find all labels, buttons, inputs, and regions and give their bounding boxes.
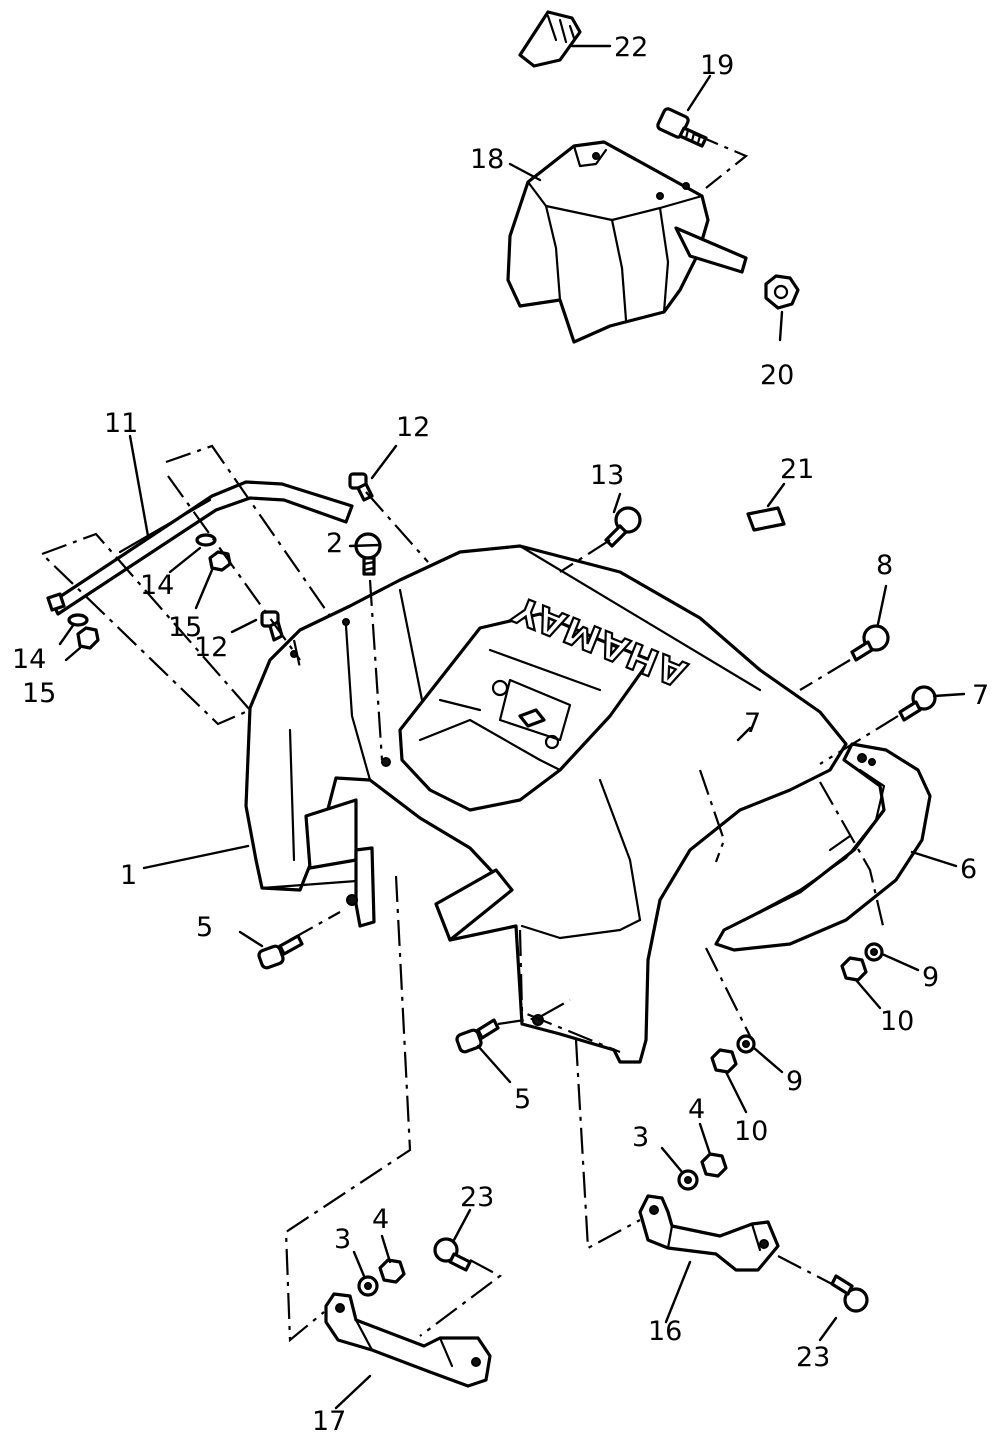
callout-5-left: 5 bbox=[196, 912, 213, 943]
callout-22: 17 bbox=[312, 1406, 346, 1437]
part-8-bolt bbox=[850, 624, 890, 662]
part-3-washer-right bbox=[677, 1169, 699, 1191]
part-9-washer-right bbox=[864, 942, 884, 962]
part-10-nut-right bbox=[840, 956, 868, 982]
callout-23-left: 23 bbox=[460, 1182, 494, 1213]
callout-20: 22 bbox=[614, 32, 648, 63]
part-13-bolt bbox=[604, 506, 642, 548]
callout-18: 20 bbox=[760, 360, 794, 391]
callout-17: 19 bbox=[700, 50, 734, 81]
part-5-bolt-left bbox=[257, 934, 304, 970]
assembly-lines bbox=[41, 132, 899, 1343]
callout-13: 13 bbox=[590, 460, 624, 491]
callout-12-upper: 12 bbox=[396, 412, 430, 443]
callout-11: 11 bbox=[104, 408, 138, 439]
part-18-nut bbox=[764, 274, 800, 310]
callout-10-right: 10 bbox=[880, 1006, 914, 1037]
part-20-clip bbox=[518, 10, 582, 68]
callout-5-right: 5 bbox=[514, 1084, 531, 1115]
part-7-screw-right bbox=[898, 685, 937, 722]
callout-9-right: 9 bbox=[922, 962, 939, 993]
part-21-bracket bbox=[638, 1194, 780, 1272]
part-14-washer-lower bbox=[67, 613, 89, 627]
callout-6: 6 bbox=[960, 854, 977, 885]
part-1-rear-fender: YAMAHA bbox=[244, 544, 848, 1064]
callout-7-right: 7 bbox=[972, 680, 989, 711]
callout-4-right: 4 bbox=[688, 1094, 705, 1125]
callout-16: 18 bbox=[470, 144, 504, 175]
leader-lines bbox=[58, 44, 966, 1410]
part-5-bolt-right bbox=[455, 1018, 500, 1054]
callout-8: 8 bbox=[876, 550, 893, 581]
part-11-rail bbox=[46, 480, 354, 616]
part-14-washer-upper bbox=[195, 533, 217, 547]
callout-12-lower: 12 bbox=[194, 632, 228, 663]
callout-labels: 22 19 18 20 11 12 13 21 2 14 15 12 14 15… bbox=[12, 32, 989, 1437]
part-16-upper-cover bbox=[506, 140, 748, 344]
part-2-screw bbox=[354, 532, 382, 576]
part-4-nut-left bbox=[378, 1258, 406, 1284]
part-23-bolt-left bbox=[433, 1237, 472, 1272]
callout-14-upper: 14 bbox=[140, 570, 174, 601]
part-19-pad bbox=[746, 506, 786, 532]
callout-4-left: 4 bbox=[372, 1204, 389, 1235]
callout-23-right: 23 bbox=[796, 1342, 830, 1373]
part-6-reflector bbox=[714, 742, 932, 952]
part-22-bracket bbox=[324, 1292, 492, 1388]
part-17-bolt bbox=[656, 107, 708, 148]
callout-2: 2 bbox=[326, 528, 343, 559]
part-4-nut-right bbox=[700, 1152, 728, 1178]
callout-7-left: 7 bbox=[744, 708, 761, 739]
callout-3-left: 3 bbox=[334, 1224, 351, 1255]
part-3-washer-left bbox=[357, 1275, 379, 1297]
callout-21: 16 bbox=[648, 1316, 682, 1347]
part-10-nut-left bbox=[710, 1048, 738, 1074]
callout-19: 21 bbox=[780, 454, 814, 485]
part-9-washer-left bbox=[736, 1034, 756, 1054]
part-15-nut-lower bbox=[76, 626, 100, 650]
callout-1: 1 bbox=[120, 860, 137, 891]
callout-14-lower: 14 bbox=[12, 644, 46, 675]
callout-15-upper: 15 bbox=[168, 612, 202, 643]
part-15-nut-upper bbox=[208, 550, 232, 572]
callout-10-left: 10 bbox=[734, 1116, 768, 1147]
callout-3-right: 3 bbox=[632, 1122, 649, 1153]
callout-15-lower: 15 bbox=[22, 678, 56, 709]
part-12-bolt-lower bbox=[260, 610, 284, 642]
part-23-bolt-right bbox=[830, 1274, 869, 1313]
callout-9-left: 9 bbox=[786, 1066, 803, 1097]
